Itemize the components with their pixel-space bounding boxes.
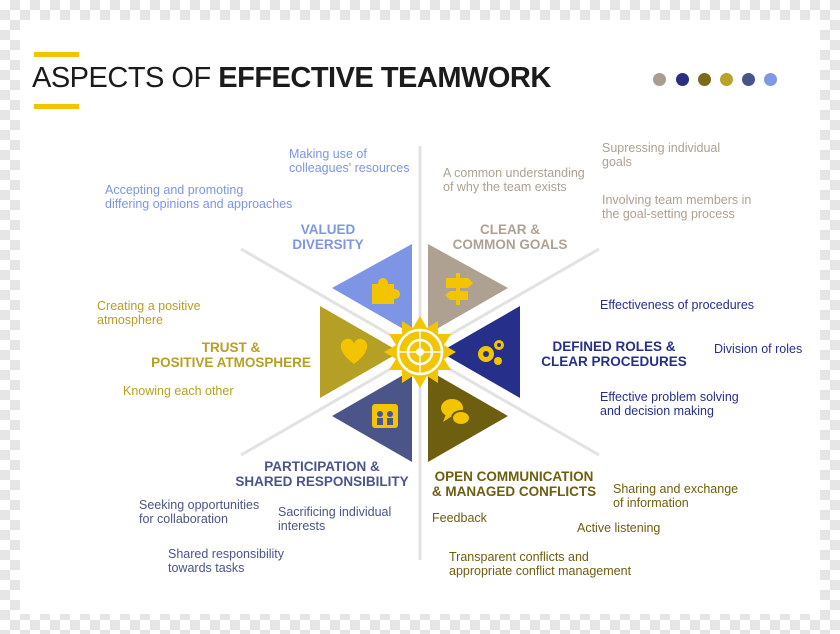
label-positive-atmosphere: Creating a positive atmosphere [97,299,201,327]
label-line: Accepting and promoting [105,183,244,197]
label-line: Seeking opportunities [139,498,260,512]
label-line: Making use of [289,147,367,161]
label-knowing-each-other: Knowing each other [123,384,234,399]
signpost-icon [445,273,473,305]
label-line: colleagues' resources [289,160,410,175]
title-light: ASPECTS OF [32,62,219,94]
page-title: ASPECTS OF EFFECTIVE TEAMWORK [32,62,551,95]
label-line: Division of roles [714,342,803,356]
category-open-communication-line1: OPEN COMMUNICATION [434,469,594,484]
label-division-of-roles: Division of roles [714,342,803,357]
category-participation-line1: PARTICIPATION & [264,459,380,474]
label-sacrificing-interests: Sacrificing individual interests [278,505,392,533]
label-line: for collaboration [139,511,228,526]
label-line: Supressing individual [602,141,721,155]
label-line: Sharing and exchange [613,482,739,496]
label-common-understanding: A common understanding of why the team e… [443,166,585,194]
category-open-communication-line2: & MANAGED CONFLICTS [431,484,597,499]
label-line: Active listening [577,521,661,535]
label-accepting-opinions: Accepting and promoting differing opinio… [105,183,293,211]
category-clear-goals-line1: CLEAR & [480,222,540,237]
title-accent-bar-top [34,52,79,57]
category-clear-goals-line2: COMMON GOALS [452,237,568,252]
label-feedback: Feedback [432,511,487,526]
label-supressing-goals: Supressing individual goals [602,141,721,169]
speech-bubbles-icon [441,399,471,426]
puzzle-icon [372,278,400,304]
label-involving-members: Involving team members in the goal-setti… [602,193,752,221]
label-line: the goal-setting process [602,206,735,221]
label-transparent-conflicts: Transparent conflicts and appropriate co… [449,550,632,578]
label-line: goals [602,154,632,169]
heart-icon [340,338,368,364]
label-line: interests [278,518,326,533]
palette-dot-3 [698,73,711,86]
label-line: Shared responsibility [168,547,285,561]
gears-icon [478,340,504,365]
palette-dot-1 [653,73,666,86]
label-active-listening: Active listening [577,521,661,536]
label-line: Creating a positive [97,299,201,313]
label-line: Transparent conflicts and [449,550,589,564]
label-making-use-of-resources: Making use of colleagues' resources [289,147,410,175]
category-trust-line2: POSITIVE ATMOSPHERE [151,355,311,370]
category-open-communication: OPEN COMMUNICATION & MANAGED CONFLICTS [428,469,600,499]
category-valued-diversity-line2: DIVERSITY [292,237,364,252]
label-sharing-information: Sharing and exchange of information [613,482,739,510]
category-clear-goals: CLEAR & COMMON GOALS [440,222,580,252]
label-effectiveness-procedures: Effectiveness of procedures [600,298,755,313]
label-line: Effective problem solving [600,390,739,404]
label-seeking-opportunities: Seeking opportunities for collaboration [139,498,260,526]
label-line: Effectiveness of procedures [600,298,755,312]
label-shared-responsibility: Shared responsibility towards tasks [168,547,285,575]
label-line: of why the team exists [443,179,567,194]
category-defined-roles: DEFINED ROLES & CLEAR PROCEDURES [538,339,690,369]
category-valued-diversity-line1: VALUED [300,222,356,237]
label-line: differing opinions and approaches [105,196,293,211]
category-trust: TRUST & POSITIVE ATMOSPHERE [146,340,316,370]
palette-dot-4 [720,73,733,86]
label-line: Involving team members in [602,193,752,207]
title-bold: EFFECTIVE TEAMWORK [218,62,551,94]
palette-dot-2 [676,73,689,86]
label-problem-solving: Effective problem solving and decision m… [600,390,739,418]
title-accent-bar-bottom [34,104,79,109]
category-participation: PARTICIPATION & SHARED RESPONSIBILITY [228,459,416,489]
label-line: Sacrificing individual [278,505,392,519]
triangle-clear-goals [428,244,508,334]
label-line: towards tasks [168,560,245,575]
center-gear-icon [384,316,456,388]
category-participation-line2: SHARED RESPONSIBILITY [235,474,409,489]
label-line: and decision making [600,403,714,418]
category-valued-diversity: VALUED DIVERSITY [282,222,374,252]
palette-dot-6 [764,73,777,86]
category-defined-roles-line2: CLEAR PROCEDURES [541,354,687,369]
category-defined-roles-line1: DEFINED ROLES & [552,339,676,354]
label-line: A common understanding [443,166,585,180]
label-line: appropriate conflict management [449,563,632,578]
palette-dot-5 [742,73,755,86]
label-line: Knowing each other [123,384,234,398]
label-line: atmosphere [97,312,164,327]
category-trust-line1: TRUST & [201,340,261,355]
label-line: of information [613,495,689,510]
people-icon [372,404,398,428]
label-line: Feedback [432,511,487,525]
